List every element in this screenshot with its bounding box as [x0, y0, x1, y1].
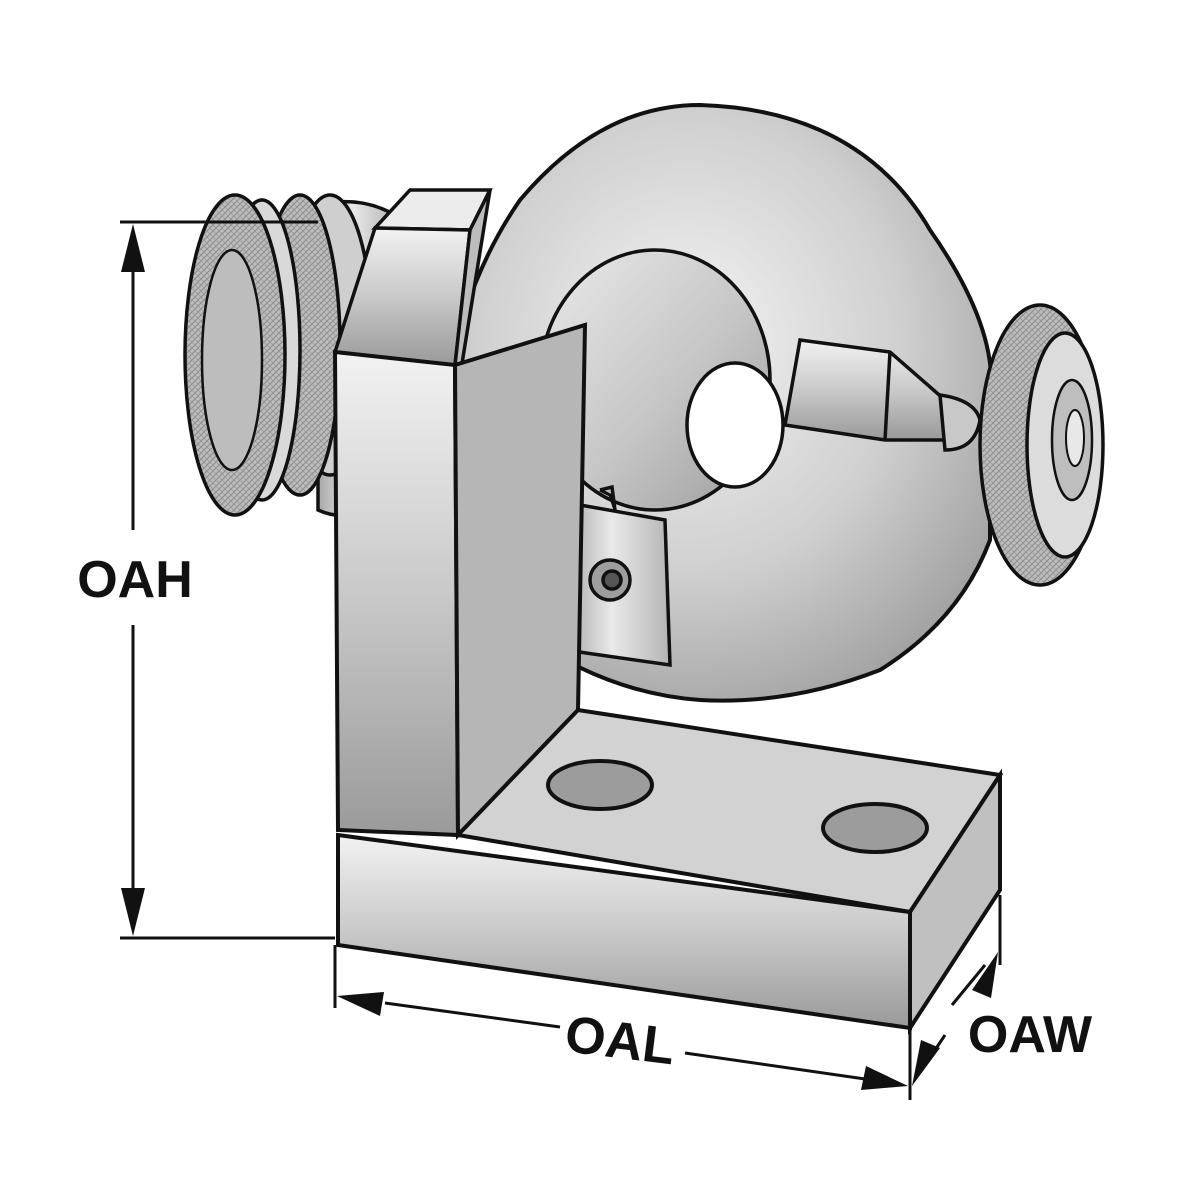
- up-arrow-icon: [121, 224, 145, 272]
- oaw-dimension: [912, 895, 1002, 1086]
- oal-dimension: [333, 945, 912, 1100]
- mounting-hole-left: [546, 759, 654, 811]
- right-knurled-knob: [978, 303, 1105, 587]
- oah-dimension: [120, 220, 335, 940]
- oaw-arrow-bottom-icon: [912, 1040, 940, 1086]
- oal-label: OAL: [562, 1006, 678, 1077]
- left-arrow-icon: [337, 992, 384, 1016]
- bracket-base: [336, 707, 1004, 1035]
- oah-label: OAH: [77, 551, 193, 609]
- right-arrow-icon: [861, 1066, 908, 1090]
- mounting-hole-right: [821, 802, 929, 854]
- oaw-label: OAW: [968, 1006, 1093, 1064]
- oaw-arrow-top-icon: [972, 952, 998, 998]
- down-arrow-icon: [121, 888, 145, 936]
- right-clamp-screw: [782, 338, 982, 452]
- bracket-upright: [332, 322, 588, 840]
